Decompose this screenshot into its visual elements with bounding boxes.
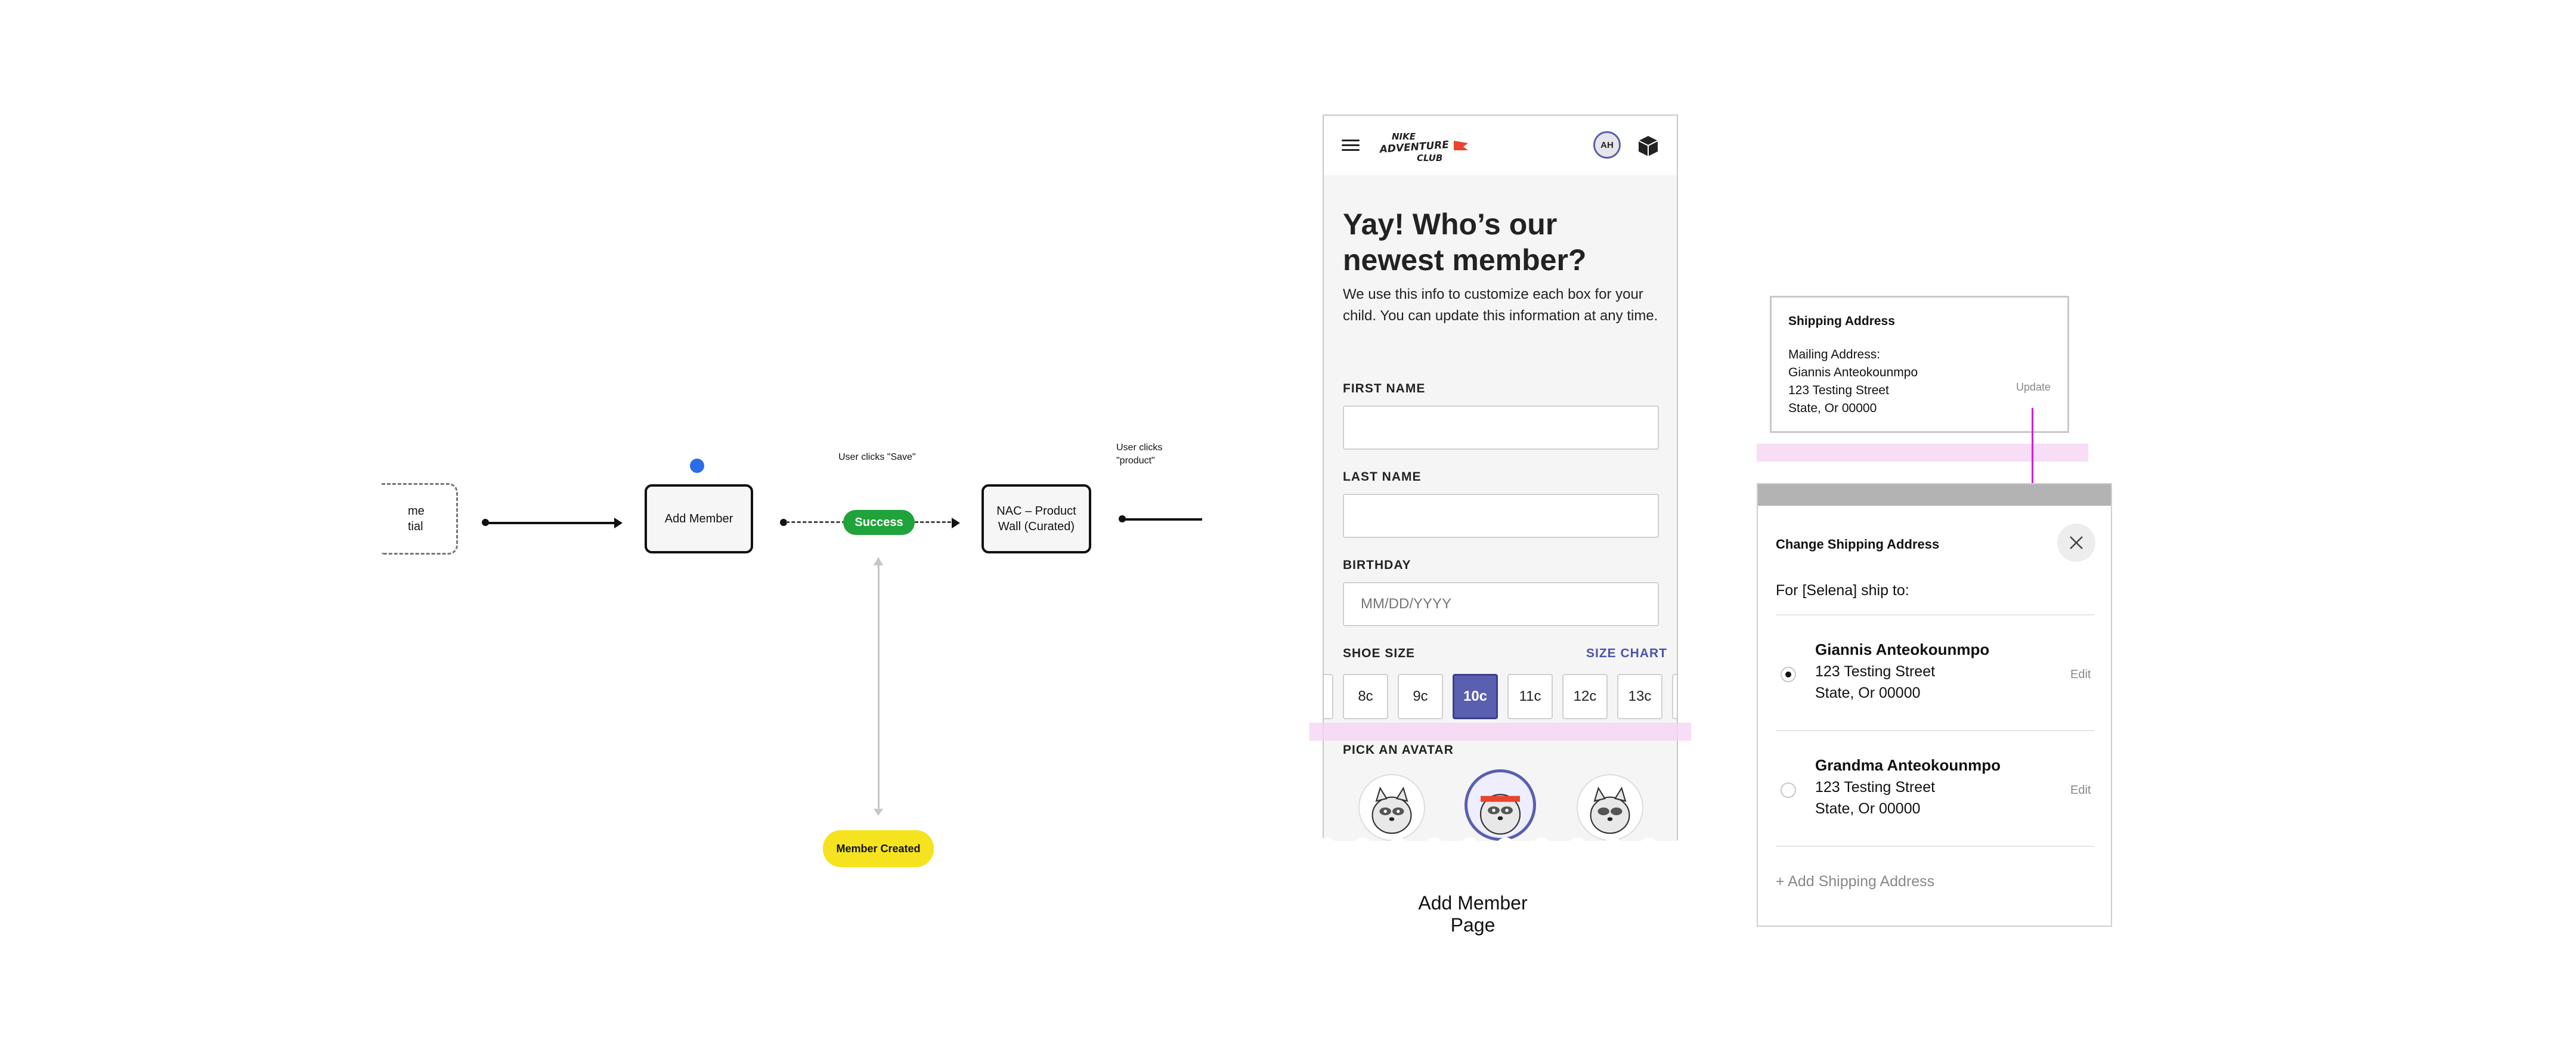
modal-subtitle: For [Selena] ship to: [1776,582,1909,599]
last-name-label: LAST NAME [1343,470,1422,484]
size-option-partial-right[interactable] [1672,674,1677,719]
highlight-band-shipping [1757,444,2088,462]
shipping-card-title: Shipping Address [1788,314,1895,328]
modal-title: Change Shipping Address [1776,537,1940,552]
nac-product-wall-label: NAC – Product Wall (Curated) [996,505,1076,533]
avatar-option-raccoon[interactable] [1358,774,1425,841]
phone-header: NIKE ADVENTURE CLUB AH [1324,116,1677,175]
torn-edge-mask [1318,837,1688,854]
mailing-address-label: Mailing Address: [1788,348,1881,361]
modal-divider [1776,730,2094,731]
size-option[interactable]: 8c [1343,674,1388,719]
birthday-label: BIRTHDAY [1343,558,1411,572]
vertical-end-arrow [874,809,883,816]
connector-line [485,522,617,524]
size-option-partial-left[interactable] [1324,674,1333,719]
address-radio[interactable] [1781,782,1796,798]
address-radio-selected[interactable] [1781,667,1796,682]
add-member-page-caption: Add Member Page [1418,892,1528,936]
box-icon[interactable] [1636,134,1660,157]
raccoon-alt-icon [1590,787,1630,834]
product-label: User clicks "product" [1116,443,1163,466]
annotation-arrow-line [2032,408,2033,521]
highlight-band-phone [1309,723,1691,741]
dashed-connector-right [915,521,956,523]
change-shipping-modal: Change Shipping Address For [Selena] shi… [1757,483,2112,927]
address-city: State, Or 00000 [1815,800,1921,817]
address-street: 123 Testing Street [1815,663,1936,680]
exit-line [1122,518,1202,521]
first-name-input[interactable] [1343,406,1659,450]
add-shipping-address-link[interactable]: + Add Shipping Address [1776,873,1935,890]
address-street: 123 Testing Street [1815,779,1936,796]
address-name: Giannis Anteokounmpo [1815,641,1990,658]
first-name-label: FIRST NAME [1343,382,1426,395]
connector-arrowhead [614,518,623,528]
vertical-connector [878,563,880,813]
address-name: Grandma Anteokounmpo [1815,756,2001,774]
member-created-label: Member Created [836,842,921,855]
size-option[interactable]: 9c [1398,674,1443,719]
size-option-selected[interactable]: 10c [1453,674,1498,719]
last-name-input[interactable] [1343,494,1659,538]
modal-divider [1776,846,2094,847]
modal-divider [1776,614,2094,615]
account-avatar[interactable]: AH [1593,131,1621,159]
birthday-input[interactable] [1343,582,1659,626]
size-option[interactable]: 12c [1562,674,1608,719]
menu-icon[interactable] [1342,140,1360,151]
shipping-city: State, Or 00000 [1788,401,1877,415]
avatar-option-raccoon-alt[interactable] [1577,774,1643,841]
size-option[interactable]: 11c [1507,674,1553,719]
success-pill: Success [843,510,915,535]
dashed-arrowhead [952,518,960,528]
svg-text:NIKE: NIKE [1392,131,1416,142]
nac-product-wall-node[interactable]: NAC – Product Wall (Curated) [982,484,1091,553]
size-option[interactable]: 13c [1617,674,1662,719]
partial-start-node: me tial [382,483,458,555]
raccoon-headband-icon [1479,794,1521,835]
selection-dot [690,459,704,473]
shipping-address-card: Shipping Address Mailing Address: Gianni… [1770,296,2069,433]
success-pill-label: Success [854,515,903,529]
page-title: Yay! Who’s our newest member? [1343,208,1587,277]
close-icon[interactable] [2057,524,2095,562]
member-created-pill: Member Created [823,830,934,867]
svg-text:CLUB: CLUB [1417,153,1442,163]
shipping-street: 123 Testing Street [1788,383,1889,397]
edit-address-link[interactable]: Edit [2070,784,2091,797]
save-label: User clicks "Save" [838,452,916,462]
add-member-node[interactable]: Add Member [645,484,753,553]
pick-avatar-label: PICK AN AVATAR [1343,743,1454,757]
dashed-connector-left [786,521,846,523]
add-member-node-label: Add Member [664,512,733,525]
page-description: We use this info to customize each box f… [1343,286,1658,324]
account-initials: AH [1600,140,1614,150]
update-link[interactable]: Update [2016,381,2051,393]
partial-start-node-label: me tial [408,505,425,533]
edit-address-link[interactable]: Edit [2070,668,2091,681]
nike-adventure-club-logo[interactable]: NIKE ADVENTURE CLUB [1379,129,1474,165]
shoe-size-label: SHOE SIZE [1343,646,1416,660]
address-city: State, Or 00000 [1815,685,1921,701]
size-chart-link[interactable]: SIZE CHART [1586,646,1667,660]
vertical-arrowhead [874,557,883,565]
modal-top-bar [1758,484,2111,506]
shipping-name: Giannis Anteokounmpo [1788,366,1918,379]
connector-dot [780,519,787,526]
raccoon-icon [1371,787,1412,834]
add-member-phone-screen: NIKE ADVENTURE CLUB AH Yay! Who’s our ne… [1323,115,1678,841]
